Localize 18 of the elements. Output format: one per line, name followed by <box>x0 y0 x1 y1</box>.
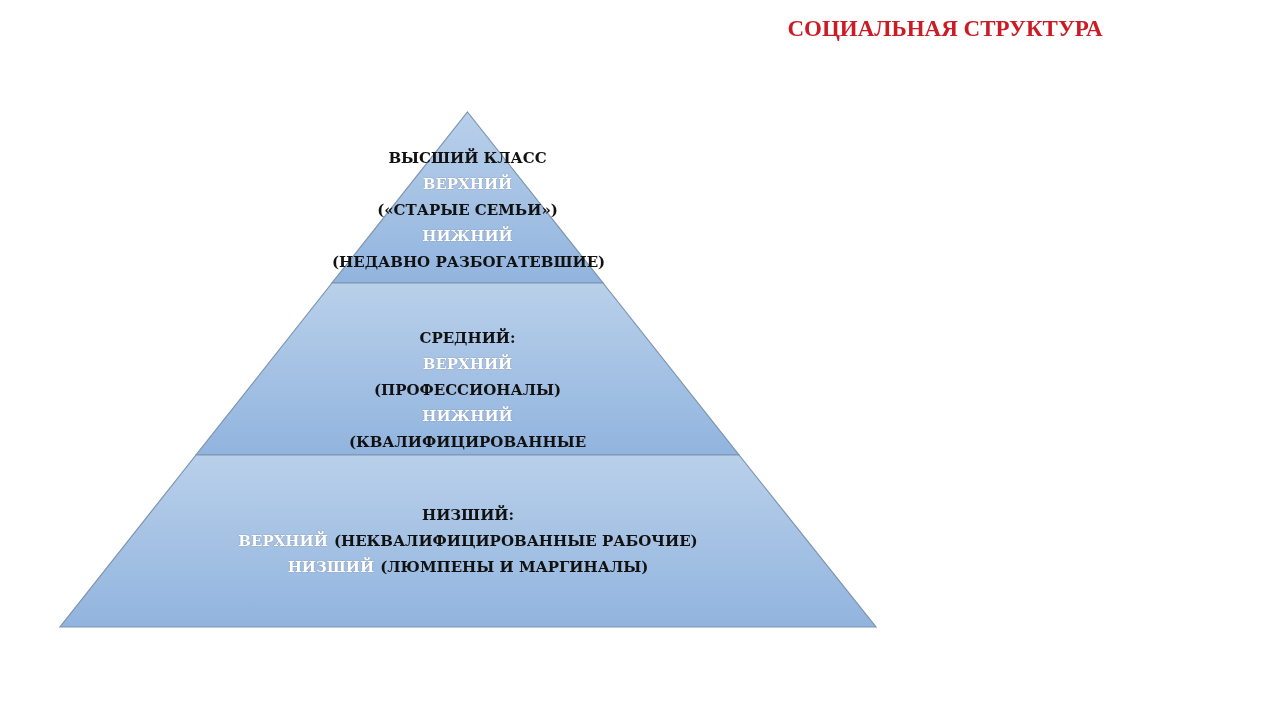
subclass-label: ВЕРХНИЙ <box>422 175 513 194</box>
pyramid-tier <box>196 283 739 455</box>
group-label: (КВАЛИФИЦИРОВАННЫЕ <box>348 433 587 452</box>
subclass-label: НИЖНИЙ <box>422 227 513 246</box>
class-heading: НИЗШИЙ: <box>421 506 515 525</box>
group-label: (НЕКВАЛИФИЦИРОВАННЫЕ РАБОЧИЕ) <box>333 532 698 551</box>
diagram-title: СОЦИАЛЬНАЯ СТРУКТУРА <box>786 16 1104 42</box>
group-label: («СТАРЫЕ СЕМЬИ») <box>377 201 558 220</box>
subclass-label: ВЕРХНИЙ <box>422 355 513 374</box>
group-label: (ПРОФЕССИОНАЛЫ) <box>373 381 562 400</box>
subclass-label: ВЕРХНИЙ <box>238 532 328 551</box>
subclass-label: НИЖНИЙ <box>422 407 513 426</box>
class-heading: СРЕДНИЙ: <box>419 329 516 348</box>
subclass-label: НИЗШИЙ <box>287 558 375 577</box>
group-label: (НЕДАВНО РАЗБОГАТЕВШИЕ) <box>332 253 606 272</box>
class-heading: ВЫСШИЙ КЛАСС <box>388 149 547 168</box>
group-label: (ЛЮМПЕНЫ И МАРГИНАЛЫ) <box>380 558 649 577</box>
pyramid-tier <box>60 455 876 627</box>
